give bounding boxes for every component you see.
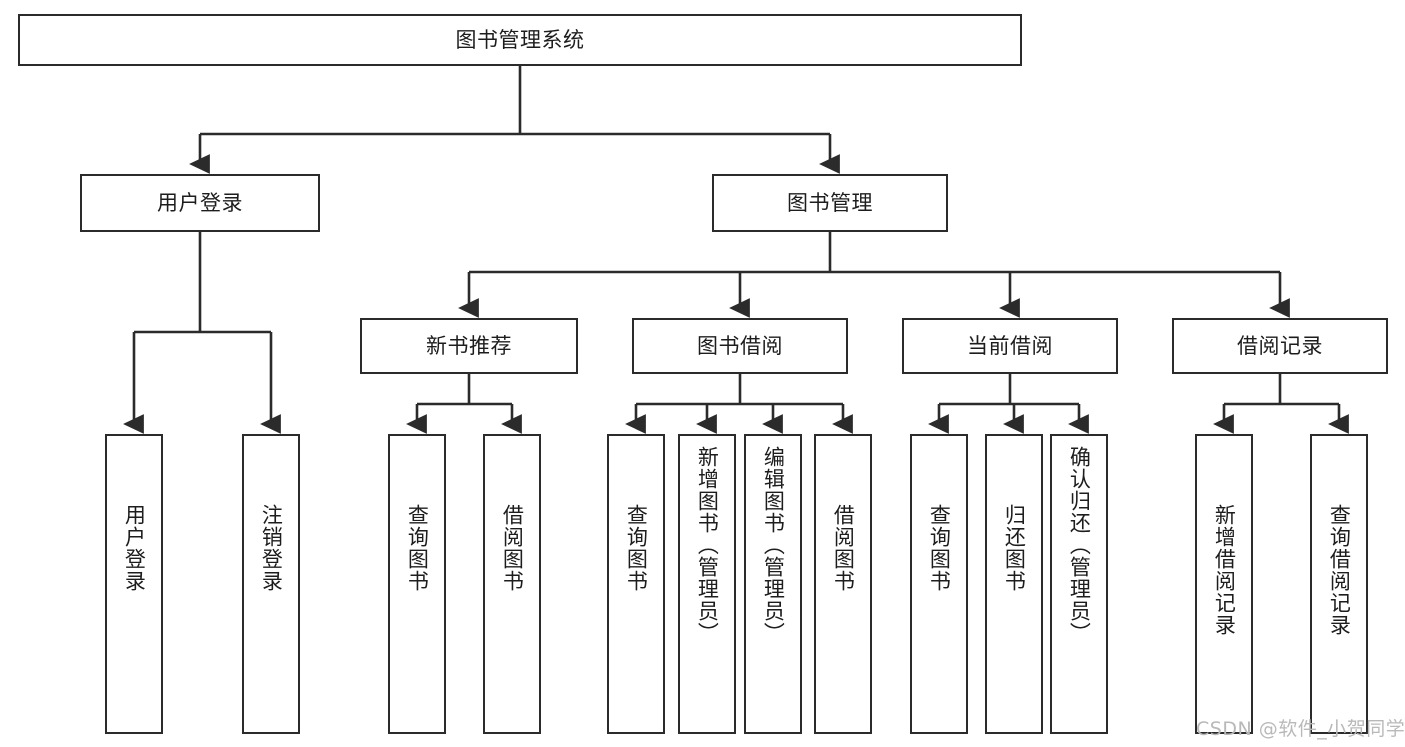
node-leaf-query-book-1-label: 查询图书: [405, 504, 430, 592]
node-leaf-query-borrow-record[interactable]: 查询借阅记录: [1310, 434, 1368, 734]
node-leaf-logout-login[interactable]: 注销登录: [242, 434, 300, 734]
node-root-label: 图书管理系统: [455, 27, 585, 52]
node-leaf-query-book-2[interactable]: 查询图书: [607, 434, 665, 734]
node-leaf-borrow-book-2-label: 借阅图书: [831, 504, 856, 592]
node-book-borrow-label: 图书借阅: [697, 333, 783, 358]
node-leaf-borrow-book-2[interactable]: 借阅图书: [814, 434, 872, 734]
node-user-login-label: 用户登录: [157, 190, 243, 215]
node-leaf-add-book[interactable]: 新增图书（管理员）: [678, 434, 736, 734]
node-new-book-recommend[interactable]: 新书推荐: [360, 318, 578, 374]
node-leaf-add-borrow-record-label: 新增借阅记录: [1212, 504, 1237, 636]
node-new-book-recommend-label: 新书推荐: [426, 333, 512, 358]
node-leaf-return-book-label: 归还图书: [1002, 504, 1027, 592]
node-root[interactable]: 图书管理系统: [18, 14, 1022, 66]
node-leaf-confirm-return[interactable]: 确认归还（管理员）: [1050, 434, 1108, 734]
node-leaf-logout-login-label: 注销登录: [259, 504, 284, 592]
node-leaf-confirm-return-label: 确认归还（管理员）: [1067, 446, 1092, 644]
node-leaf-edit-book[interactable]: 编辑图书（管理员）: [744, 434, 802, 734]
node-user-login[interactable]: 用户登录: [80, 174, 320, 232]
node-leaf-return-book[interactable]: 归还图书: [985, 434, 1043, 734]
node-leaf-user-login-label: 用户登录: [122, 504, 147, 592]
node-current-borrow[interactable]: 当前借阅: [902, 318, 1118, 374]
node-book-borrow[interactable]: 图书借阅: [632, 318, 848, 374]
node-leaf-add-borrow-record[interactable]: 新增借阅记录: [1195, 434, 1253, 734]
node-leaf-query-book-3-label: 查询图书: [927, 504, 952, 592]
watermark-text: CSDN @软件_小贺同学: [1196, 718, 1405, 740]
node-borrow-record[interactable]: 借阅记录: [1172, 318, 1388, 374]
node-leaf-query-book-1[interactable]: 查询图书: [388, 434, 446, 734]
node-leaf-query-book-2-label: 查询图书: [624, 504, 649, 592]
node-borrow-record-label: 借阅记录: [1237, 333, 1323, 358]
node-leaf-borrow-book-1[interactable]: 借阅图书: [483, 434, 541, 734]
node-leaf-borrow-book-1-label: 借阅图书: [500, 504, 525, 592]
node-leaf-query-book-3[interactable]: 查询图书: [910, 434, 968, 734]
node-leaf-edit-book-label: 编辑图书（管理员）: [761, 446, 786, 644]
node-current-borrow-label: 当前借阅: [967, 333, 1053, 358]
node-book-manage[interactable]: 图书管理: [712, 174, 948, 232]
node-leaf-query-borrow-record-label: 查询借阅记录: [1327, 504, 1352, 636]
node-leaf-add-book-label: 新增图书（管理员）: [695, 446, 720, 644]
node-book-manage-label: 图书管理: [787, 190, 873, 215]
node-leaf-user-login[interactable]: 用户登录: [105, 434, 163, 734]
